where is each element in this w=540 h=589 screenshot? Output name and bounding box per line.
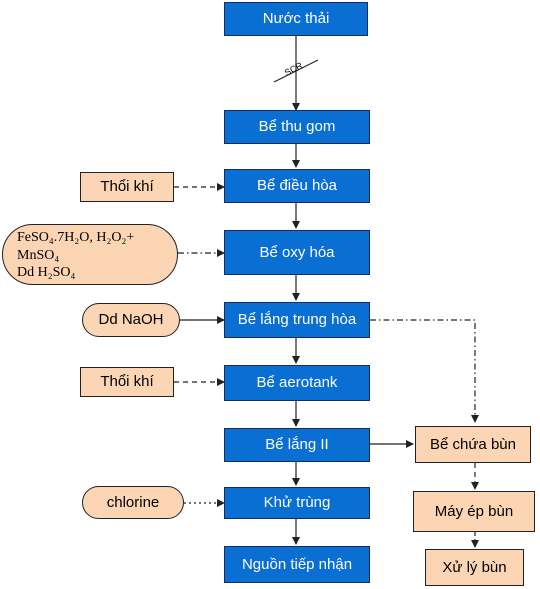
input-chemicals: FeSO₄.7H₂O, H₂O₂+ MnSO₄ Dd H₂SO₄ [2, 224, 178, 285]
sludge-xu-ly-bun: Xử lý bùn [425, 549, 524, 586]
screen-bar [273, 59, 319, 83]
sludge-be-chua-bun: Bể chứa bùn [415, 426, 531, 463]
input-thoi-khi-2: Thổi khí [80, 367, 174, 397]
process-nuoc-thai: Nước thải [224, 2, 368, 36]
process-be-lang-ii: Bể lắng II [224, 428, 370, 462]
input-dd-naoh: Dd NaOH [82, 303, 180, 337]
input-chlorine: chlorine [82, 486, 184, 519]
chemical-line-1: FeSO₄.7H₂O, H₂O₂+ [17, 230, 135, 245]
process-be-lang-trung-hoa: Bể lắng trung hòa [224, 302, 370, 338]
process-be-dieu-hoa: Bể điều hòa [224, 169, 370, 203]
process-be-oxy-hoa: Bể oxy hóa [224, 230, 370, 275]
chemical-line-2: MnSO₄ [17, 247, 60, 263]
sludge-line-from-lang-trung-hoa [370, 319, 479, 423]
sludge-may-ep-bun: Máy ép bùn [413, 491, 535, 532]
process-khu-trung: Khử trùng [224, 487, 370, 519]
chemical-line-3: Dd H₂SO₄ [17, 265, 76, 280]
process-be-aerotank: Bể aerotank [224, 365, 370, 401]
process-nguon-tiep-nhan: Nguồn tiếp nhận [224, 546, 370, 583]
input-thoi-khi-1: Thổi khí [80, 172, 174, 202]
process-be-thu-gom: Bể thu gom [224, 110, 370, 144]
